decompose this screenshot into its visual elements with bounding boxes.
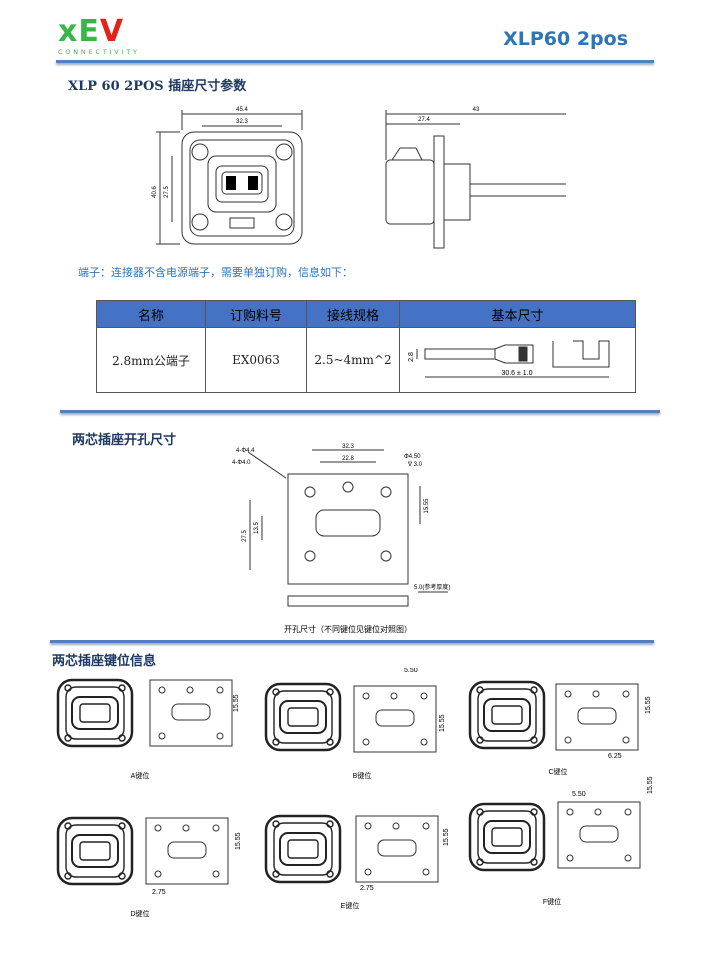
key-b-label: B键位	[353, 771, 372, 780]
cut-pin-depth: ∇ 3.0	[407, 461, 423, 468]
cell-part: EX0063	[205, 327, 307, 393]
key-a-label: A键位	[131, 771, 150, 780]
th-wire: 接线规格	[306, 300, 400, 328]
terminal-note: 端子：连接器不含电源端子，需要单独订购，信息如下：	[78, 267, 353, 279]
th-name: 名称	[96, 300, 206, 328]
cut-w-inner: 22.8	[342, 456, 354, 462]
cut-caption: 开孔尺寸（不同键位见键位对照图）	[284, 624, 412, 634]
key-d-dim1: 2.75	[152, 889, 166, 896]
th-part: 订购料号	[205, 300, 307, 328]
key-b-dim2: 15.55	[439, 714, 446, 732]
keying-drawing: A键位 15.55 B键位 5.50 15.55 C键位 15.55 6.25 …	[56, 668, 654, 918]
logo-tagline: CONNECTIVITY	[58, 48, 140, 56]
socket-drawing: 45.4 32.3 40.6 27.5 43 27.4	[152, 107, 566, 249]
key-c-label: C键位	[548, 767, 567, 776]
dim-front-inner-width: 32.3	[236, 119, 248, 125]
key-e-dim2: 15.55	[443, 828, 450, 846]
key-c-dim1: 15.55	[645, 696, 652, 714]
terminal-drawing: 2.8 30.6 ± 1.0	[408, 340, 609, 377]
key-e-dim1: 2.75	[360, 885, 374, 892]
cut-h-outer: 27.5	[242, 530, 248, 542]
cut-thickness: 5.0(参考厚度)	[414, 583, 450, 591]
terminal-table: 名称 订购料号 接线规格 基本尺寸 2.8mm公端子 EX0063 2.5~4m…	[96, 300, 636, 393]
document-title: XLP60 2pos	[503, 28, 628, 50]
term-height: 2.8	[408, 352, 415, 362]
section-divider-1	[60, 410, 660, 413]
cut-w-outer: 32.3	[342, 444, 354, 450]
key-c-dim2: 6.25	[608, 753, 622, 760]
company-logo: xEV CONNECTIVITY	[58, 14, 140, 56]
dim-front-height: 40.6	[152, 186, 158, 198]
key-d-dim2: 15.55	[235, 832, 242, 850]
section-divider-2	[50, 640, 654, 643]
cut-h-inner: 13.5	[254, 522, 260, 534]
cut-pin-dia: Φ4.50	[404, 454, 421, 460]
key-b-dim1: 5.50	[404, 668, 418, 674]
header-divider	[56, 60, 654, 63]
key-f-dim1: 5.50	[572, 791, 586, 798]
cut-h-right: 15.55	[424, 498, 430, 514]
key-e-label: E键位	[341, 901, 360, 910]
cut-hole-dia2: 4-Φ4.0	[232, 460, 251, 466]
dim-front-inner-height: 27.5	[164, 186, 170, 198]
key-d-label: D键位	[130, 909, 149, 918]
key-f-dim2: 15.55	[647, 776, 654, 794]
cell-wire: 2.5~4mm^2	[306, 327, 400, 393]
key-f-label: F键位	[543, 897, 561, 906]
section-title-cutout: 两芯插座开孔尺寸	[72, 433, 177, 448]
section-title-socket: XLP 60 2POS 插座尺寸参数	[68, 79, 247, 94]
cutout-drawing: 32.3 22.8 4-Φ4.4 4-Φ4.0 Φ4.50 ∇ 3.0 27.5…	[232, 444, 450, 634]
cell-terminal-drawing: 2.8 30.6 ± 1.0	[399, 327, 636, 393]
cut-hole-dia: 4-Φ4.4	[236, 448, 255, 454]
cell-name: 2.8mm公端子	[96, 327, 206, 393]
table-row: 2.8mm公端子 EX0063 2.5~4mm^2 2.8 30.6 ± 1.0	[96, 327, 636, 393]
dim-side-total: 43	[473, 107, 480, 113]
section-title-keying: 两芯插座键位信息	[52, 654, 157, 669]
key-a-dim: 15.55	[233, 694, 240, 712]
dim-front-width: 45.4	[236, 107, 248, 113]
term-length: 30.6 ± 1.0	[501, 370, 532, 377]
dim-side-inner: 27.4	[418, 117, 430, 123]
th-dimension: 基本尺寸	[399, 300, 636, 328]
